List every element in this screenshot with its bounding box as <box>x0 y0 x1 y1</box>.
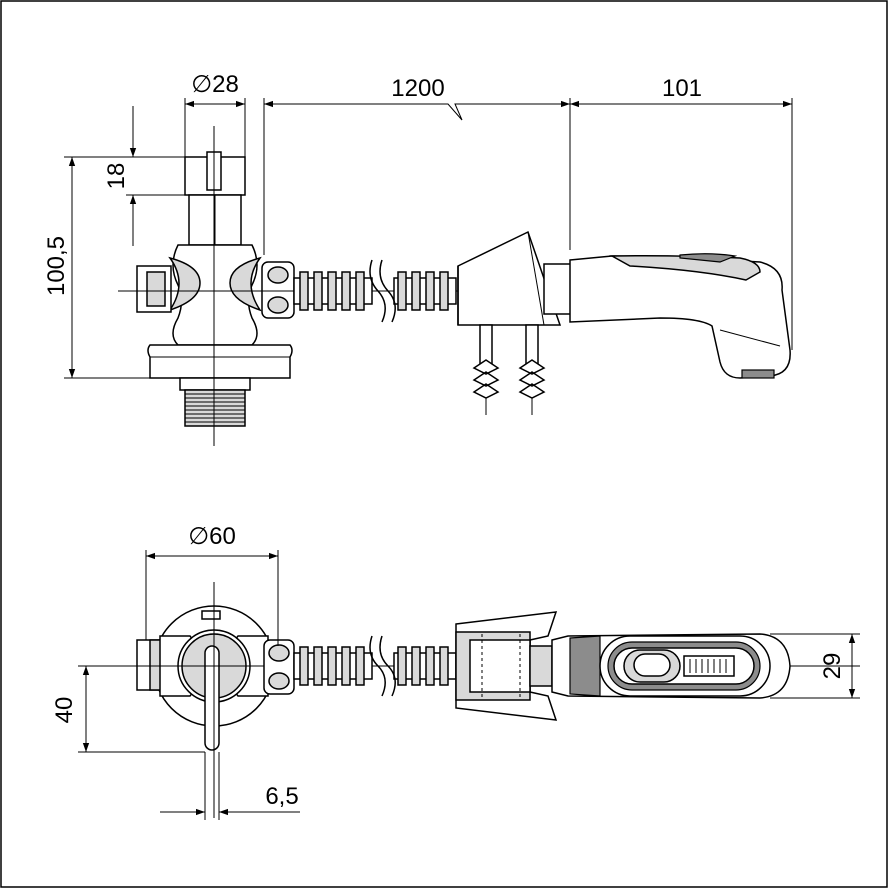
dim-label-lever-offset: 40 <box>51 697 78 724</box>
dim-label-diameter-28: ∅28 <box>191 71 239 98</box>
dim-label-cap-height: 18 <box>103 163 130 190</box>
dim-label-handshower-length: 101 <box>662 75 702 102</box>
valve-body-side <box>136 151 295 427</box>
top-view: ∅60 40 6,5 29 <box>51 523 860 820</box>
dim-lever-offset: 40 <box>51 665 205 753</box>
hand-shower-side <box>543 253 791 379</box>
wall-holder-top <box>455 611 558 721</box>
dim-diameter-60: ∅60 <box>145 523 279 646</box>
hose-side <box>293 259 457 323</box>
side-view: ∅28 1200 101 18 100,5 <box>43 71 793 446</box>
hose-top <box>293 635 457 697</box>
dim-label-diameter-60: ∅60 <box>188 523 236 550</box>
lever-top <box>204 645 220 751</box>
dim-label-overall-height: 100,5 <box>43 236 70 296</box>
hand-shower-top <box>551 633 791 699</box>
dim-diameter-28: ∅28 <box>184 71 246 157</box>
dim-label-lever-width: 6,5 <box>265 783 298 810</box>
dim-label-handshower-width: 29 <box>819 653 846 680</box>
dim-handshower-length: 101 <box>570 75 793 350</box>
dim-lever-width: 6,5 <box>160 752 300 820</box>
wall-holder-side <box>457 230 562 415</box>
dim-handshower-width: 29 <box>770 633 860 699</box>
dim-label-hose-length: 1200 <box>391 75 444 102</box>
dim-hose-length: 1200 <box>263 75 571 255</box>
dim-cap-height: 18 <box>103 106 189 246</box>
dim-overall-height: 100,5 <box>43 156 185 379</box>
